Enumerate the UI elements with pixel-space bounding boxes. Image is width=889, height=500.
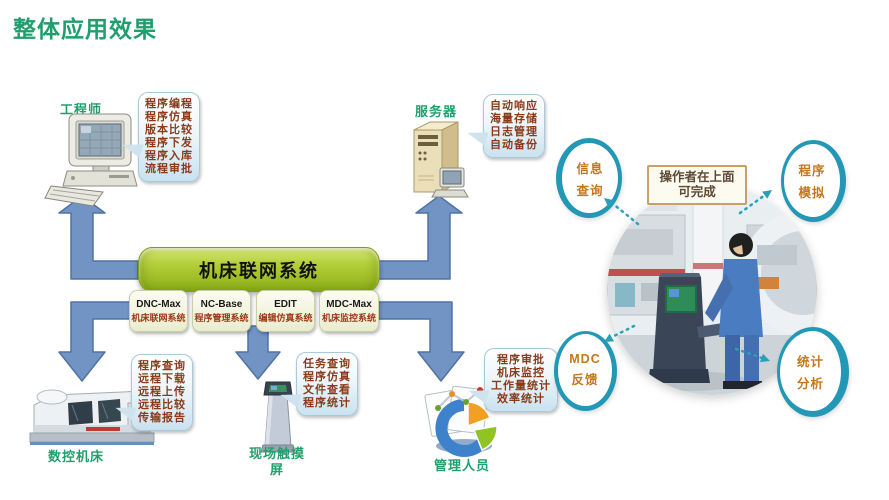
callout-line: 机床监控 — [497, 367, 545, 379]
module-name: EDIT — [274, 298, 297, 310]
module-mdc-max: MDC-Max 机床监控系统 — [319, 290, 379, 332]
cnc-label: 数控机床 — [48, 449, 105, 464]
callout-line: 远程比较 — [138, 399, 186, 411]
callout-line: 程序编程 — [145, 98, 193, 110]
callout-line: 流程审批 — [145, 163, 193, 175]
module-desc: 机床监控系统 — [321, 312, 376, 323]
module-dnc-max: DNC-Max 机床联网系统 — [129, 290, 188, 332]
bubble-line: 信息 — [576, 161, 604, 176]
callout-line: 程序仿真 — [303, 371, 351, 383]
callout-line: 日志管理 — [490, 126, 538, 138]
engineer-callout: 程序编程 程序仿真 版本比较 程序下发 程序入库 流程审批 — [120, 92, 200, 182]
callout-line: 程序查询 — [138, 360, 186, 372]
bubble-statistics-analysis: 统计 分析 — [777, 327, 849, 417]
bubble-line: 反馈 — [571, 373, 599, 387]
module-desc: 机床联网系统 — [131, 312, 186, 323]
module-nc-base: NC-Base 程序管理系统 — [192, 290, 251, 332]
bubble-program-simulation: 程序 模拟 — [781, 140, 846, 222]
module-edit: EDIT 编辑仿真系统 — [256, 290, 315, 332]
kiosk-label: 现场触摸屏 — [248, 446, 305, 477]
module-desc: 程序管理系统 — [194, 312, 249, 323]
callout-line: 工作量统计 — [491, 380, 551, 392]
bubble-line: 统计 — [796, 354, 824, 369]
callout-line: 程序入库 — [145, 150, 193, 162]
callout-line: 自动备份 — [490, 139, 538, 151]
cnc-callout: 程序查询 远程下载 远程上传 远程比较 传输报告 — [113, 354, 193, 431]
callout-line: 程序仿真 — [145, 111, 193, 123]
caption-line: 操作者在上面 — [659, 170, 735, 184]
cnc-machine-icon — [29, 389, 155, 445]
callout-line: 远程上传 — [138, 386, 186, 398]
system-title: 机床联网系统 — [199, 260, 319, 281]
arrow-to-kiosk — [235, 325, 281, 380]
touchscreen-kiosk-icon — [260, 381, 296, 453]
system-box: 机床联网系统 — [138, 247, 380, 292]
server-label: 服务器 — [415, 104, 458, 119]
callout-line: 任务查询 — [303, 358, 351, 370]
bubble-line: 模拟 — [798, 186, 826, 200]
bubble-line: 查询 — [576, 183, 604, 198]
callout-line: 效率统计 — [497, 393, 545, 405]
callout-line: 文件查看 — [303, 384, 351, 396]
kiosk-callout: 任务查询 程序仿真 文件查看 程序统计 — [278, 352, 358, 416]
bubble-mdc-feedback: MDC 反馈 — [554, 331, 617, 411]
bubble-info-query: 信息 查询 — [556, 138, 622, 218]
bubble-line: MDC — [569, 352, 601, 366]
photo-caption: 操作者在上面 可完成 — [647, 165, 747, 205]
module-name: MDC-Max — [326, 298, 372, 310]
bubble-line: 程序 — [798, 164, 826, 178]
callout-line: 海量存储 — [490, 113, 538, 125]
arrow-to-manager — [377, 301, 465, 382]
callout-line: 传输报告 — [138, 412, 186, 424]
engineer-label: 工程师 — [60, 102, 103, 117]
callout-line: 版本比较 — [145, 124, 193, 136]
manager-label: 管理人员 — [434, 458, 491, 473]
server-callout: 自动响应 海量存储 日志管理 自动备份 — [465, 94, 545, 158]
manager-callout: 程序审批 机床监控 工作量统计 效率统计 — [466, 348, 558, 412]
caption-line: 可完成 — [678, 185, 716, 199]
bubble-line: 分析 — [796, 376, 824, 391]
arrow-to-engineer — [58, 195, 139, 280]
server-icon — [413, 121, 469, 198]
callout-line: 程序统计 — [303, 397, 351, 409]
engineer-computer-icon — [44, 113, 138, 207]
callout-line: 程序审批 — [497, 354, 545, 366]
callout-line: 远程下载 — [138, 373, 186, 385]
page-title: 整体应用效果 — [13, 16, 157, 42]
callout-line: 程序下发 — [145, 137, 193, 149]
module-name: DNC-Max — [136, 298, 181, 310]
module-desc: 编辑仿真系统 — [258, 312, 313, 323]
arrow-to-cnc — [58, 301, 139, 382]
module-name: NC-Base — [200, 298, 243, 310]
arrow-to-server — [377, 195, 463, 280]
callout-line: 自动响应 — [490, 100, 538, 112]
